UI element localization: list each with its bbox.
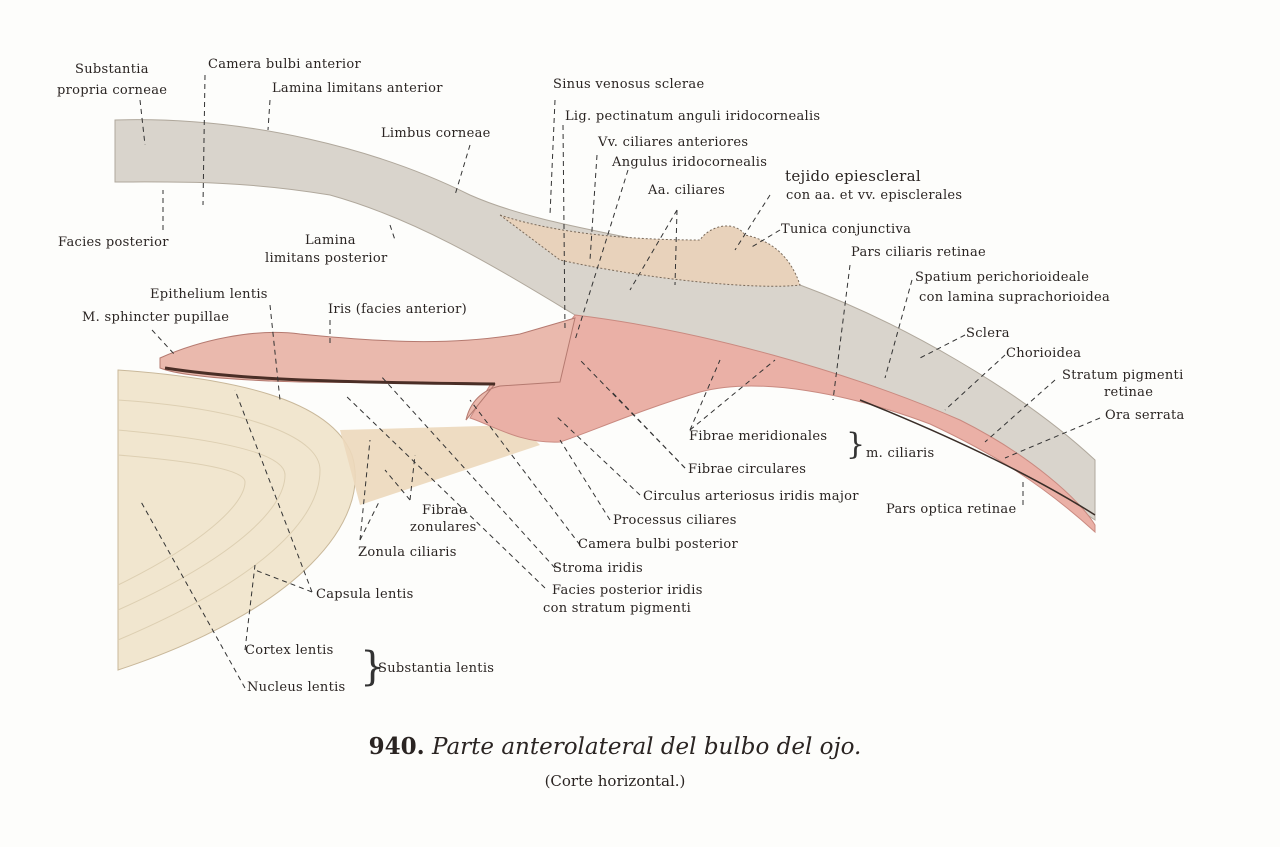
label-sphincter-pupillae: M. sphincter pupillae xyxy=(82,310,230,325)
label-processus-ciliares: Processus ciliares xyxy=(613,513,737,528)
lens xyxy=(117,369,356,671)
episcleral-tissue xyxy=(499,214,801,287)
label-pars-ciliaris: Pars ciliaris retinae xyxy=(851,245,987,260)
label-ora-serrata: Ora serrata xyxy=(1105,408,1185,423)
label-lig-pectinatum: Lig. pectinatum anguli iridocornealis xyxy=(565,109,821,124)
label-circulus-arteriosus: Circulus arteriosus iridis major xyxy=(643,489,859,504)
label-facies-posterior-iridis: Facies posterior iridis xyxy=(552,583,703,598)
label-facies-posterior-iridis-2: con stratum pigmenti xyxy=(543,601,692,616)
label-substantia-lentis: Substantia lentis xyxy=(378,661,495,676)
label-fibrae-circulares: Fibrae circulares xyxy=(688,462,807,477)
label-zonula-ciliaris: Zonula ciliaris xyxy=(358,545,457,560)
ciliary-body xyxy=(469,314,1096,534)
label-m-ciliaris: m. ciliaris xyxy=(866,446,935,461)
label-tejido-epiescleral: tejido epiescleral xyxy=(785,167,921,185)
label-epithelium-lentis: Epithelium lentis xyxy=(150,287,268,302)
label-fibrae-meridionales: Fibrae meridionales xyxy=(689,429,828,444)
label-camera-posterior: Camera bulbi posterior xyxy=(578,537,739,552)
label-spatium: Spatium perichorioideale xyxy=(915,270,1090,285)
label-fibrae-zonulares-2: zonulares xyxy=(410,520,477,535)
zonula-ciliaris xyxy=(340,425,540,505)
label-limbus: Limbus corneae xyxy=(381,126,491,141)
iris-pigment xyxy=(164,366,496,386)
label-substantia-propria: Substantia xyxy=(75,62,149,77)
label-nucleus-lentis: Nucleus lentis xyxy=(247,680,346,695)
figure-title: Parte anterolateral del bulbo del ojo. xyxy=(432,734,862,760)
brace-m-ciliaris: } xyxy=(846,427,866,462)
label-lamina-limitans-anterior: Lamina limitans anterior xyxy=(272,81,443,96)
label-tunica-conjunctiva: Tunica conjunctiva xyxy=(781,222,912,237)
label-angulus: Angulus iridocornealis xyxy=(612,155,768,170)
label-lamina-limitans-posterior: Lamina xyxy=(305,233,356,248)
label-iris: Iris (facies anterior) xyxy=(328,302,468,317)
figure-number: 940. xyxy=(368,733,425,760)
label-capsula-lentis: Capsula lentis xyxy=(316,587,414,602)
label-vv-ciliares: Vv. ciliares anteriores xyxy=(598,135,749,150)
label-stroma-iridis: Stroma iridis xyxy=(553,561,643,576)
label-lamina-limitans-posterior-2: limitans posterior xyxy=(265,251,388,266)
label-spatium-2: con lamina suprachorioidea xyxy=(919,290,1110,305)
label-fibrae-zonulares: Fibrae xyxy=(422,503,467,518)
label-facies-posterior: Facies posterior xyxy=(58,235,169,250)
lens-lamellae xyxy=(117,399,321,641)
label-aa-ciliares: Aa. ciliares xyxy=(648,183,726,198)
label-sclera: Sclera xyxy=(966,326,1010,341)
label-tejido-epiescleral-2: con aa. et vv. episclerales xyxy=(786,188,963,203)
label-stratum-pigmenti: Stratum pigmenti xyxy=(1062,368,1184,383)
figure-subtitle: (Corte horizontal.) xyxy=(544,772,686,790)
leader-lines xyxy=(139,74,1101,689)
label-cortex-lentis: Cortex lentis xyxy=(245,643,334,658)
retina-line xyxy=(859,399,1096,516)
label-substantia-propria-2: propria corneae xyxy=(57,83,168,98)
label-pars-optica: Pars optica retinae xyxy=(886,502,1017,517)
label-chorioidea: Chorioidea xyxy=(1006,346,1082,361)
label-camera-anterior: Camera bulbi anterior xyxy=(208,57,362,72)
label-stratum-pigmenti-2: retinae xyxy=(1104,385,1154,400)
brace-substantia-lentis: } xyxy=(360,644,386,690)
label-sinus-venosus: Sinus venosus sclerae xyxy=(553,77,705,92)
figure-caption: 940. Parte anterolateral del bulbo del o… xyxy=(0,733,1230,760)
iris xyxy=(159,317,576,421)
